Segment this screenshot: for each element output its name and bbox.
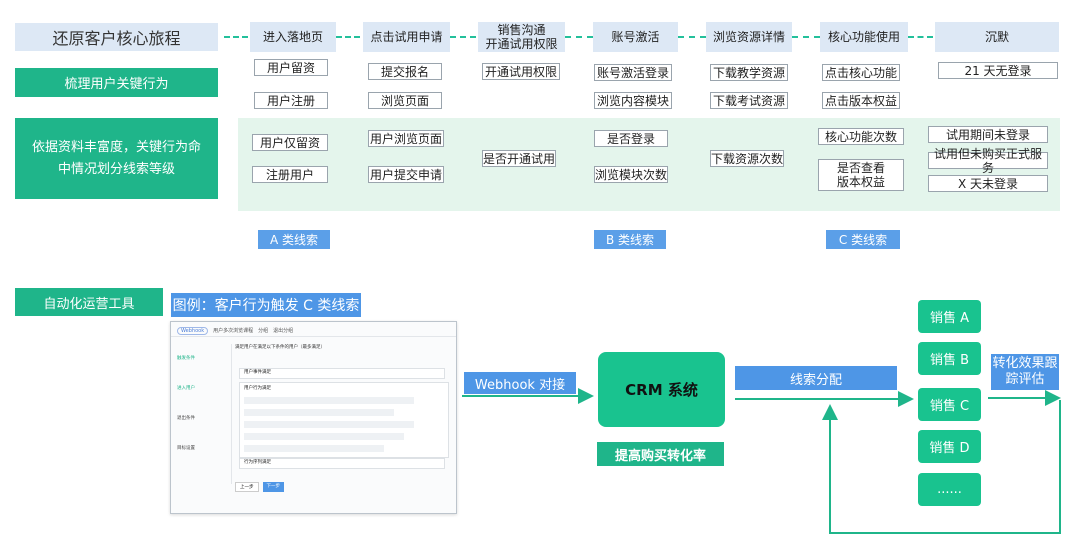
grading-box: 浏览模块次数 xyxy=(594,166,668,183)
behavior-box: 21 天无登录 xyxy=(938,62,1058,79)
behaviors-label: 梳理用户关键行为 xyxy=(15,68,218,97)
stage-silent: 沉默 xyxy=(935,22,1059,52)
behavior-box: 浏览内容模块 xyxy=(594,92,672,109)
grading-box: 试用期间未登录 xyxy=(928,126,1048,143)
grading-box: 注册用户 xyxy=(252,166,328,183)
mock-prev-button[interactable]: 上一步 xyxy=(235,482,259,492)
stage-core-features: 核心功能使用 xyxy=(820,22,908,52)
sales-node: 销售 B xyxy=(918,342,981,375)
mock-condition-panel: 用户行为满足 xyxy=(239,382,449,458)
stage-trial-apply: 点击试用申请 xyxy=(363,22,450,52)
journey-connector xyxy=(450,36,476,38)
behavior-box: 点击核心功能 xyxy=(822,64,900,81)
stage-activation: 账号激活 xyxy=(593,22,678,52)
stage-sales-contact: 销售沟通 开通试用权限 xyxy=(478,22,565,52)
mock-headline: 满足用户在满足以下条件的用户（最多满足） xyxy=(235,345,325,350)
grading-box: 用户浏览页面 xyxy=(368,130,444,147)
lead-tag-b: B 类线索 xyxy=(594,230,666,249)
automation-label: 自动化运营工具 xyxy=(15,288,163,316)
grading-box: 用户仅留资 xyxy=(252,134,328,151)
mock-rule-row xyxy=(244,397,414,404)
legend-caption: 图例：客户行为触发 C 类线索 xyxy=(171,293,361,317)
automation-screenshot: Webhook 用户多次浏览课程 分组 退出分组 触发条件 进入用户 退出条件 … xyxy=(170,321,457,514)
grading-label: 依据资料丰富度，关键行为命中情况划分线索等级 xyxy=(15,118,218,199)
mock-condition: 用户事件满足 xyxy=(239,368,445,379)
mock-tab: 分组 xyxy=(258,328,269,334)
mock-step: 进入用户 xyxy=(177,386,195,391)
behavior-box: 下载考试资源 xyxy=(710,92,788,109)
mock-next-button[interactable]: 下一步 xyxy=(262,482,284,492)
mock-step: 目标设置 xyxy=(177,446,195,451)
mock-condition: 行为序列满足 xyxy=(239,458,445,469)
journey-connector xyxy=(565,36,593,38)
behavior-box: 点击版本权益 xyxy=(822,92,900,109)
behavior-box: 开通试用权限 xyxy=(482,63,560,80)
mock-rule-row xyxy=(244,433,404,440)
sales-node: 销售 C xyxy=(918,388,981,421)
sales-node: ...... xyxy=(918,473,981,506)
behavior-box: 下载教学资源 xyxy=(710,64,788,81)
journey-connector xyxy=(336,36,360,38)
distribution-label: 线索分配 xyxy=(735,366,897,390)
behavior-box: 提交报名 xyxy=(368,63,442,80)
mock-tab: 用户多次浏览课程 xyxy=(213,328,254,334)
grading-box: 是否开通试用 xyxy=(482,150,556,167)
grading-box: 下载资源次数 xyxy=(710,150,784,167)
mock-step: 触发条件 xyxy=(177,356,195,361)
evaluation-label: 转化效果跟 踪评估 xyxy=(991,354,1059,390)
grading-box: 用户提交申请 xyxy=(368,166,444,183)
journey-connector xyxy=(678,36,706,38)
behavior-box: 浏览页面 xyxy=(368,92,442,109)
lead-tag-c: C 类线索 xyxy=(826,230,900,249)
journey-connector xyxy=(908,36,933,38)
mock-step: 退出条件 xyxy=(177,416,195,421)
grading-box: 核心功能次数 xyxy=(818,128,904,145)
mock-condition: 用户行为满足 xyxy=(244,386,271,391)
mock-rule-row xyxy=(244,445,384,452)
journey-connector xyxy=(224,36,248,38)
webhook-label: Webhook 对接 xyxy=(464,372,576,394)
grading-box: 是否查看 版本权益 xyxy=(818,159,904,191)
stage-landing: 进入落地页 xyxy=(250,22,336,52)
behavior-box: 用户留资 xyxy=(254,59,328,76)
behavior-box: 用户注册 xyxy=(254,92,328,109)
stage-browse-resources: 浏览资源详情 xyxy=(706,22,792,52)
mock-rule-row xyxy=(244,409,394,416)
grading-box: 是否登录 xyxy=(594,130,668,147)
sales-node: 销售 D xyxy=(918,430,981,463)
sales-node: 销售 A xyxy=(918,300,981,333)
mock-tab: Webhook xyxy=(177,327,209,335)
journey-title: 还原客户核心旅程 xyxy=(15,23,218,51)
behavior-box: 账号激活登录 xyxy=(594,64,672,81)
lead-tag-a: A 类线索 xyxy=(258,230,330,249)
journey-connector xyxy=(792,36,820,38)
grading-box: X 天未登录 xyxy=(928,175,1048,192)
mock-tab: 退出分组 xyxy=(273,328,294,334)
mock-rule-row xyxy=(244,421,414,428)
crm-system: CRM 系统 xyxy=(598,352,725,427)
feedback-arrow xyxy=(822,400,1061,534)
crm-goal: 提高购买转化率 xyxy=(597,442,724,466)
